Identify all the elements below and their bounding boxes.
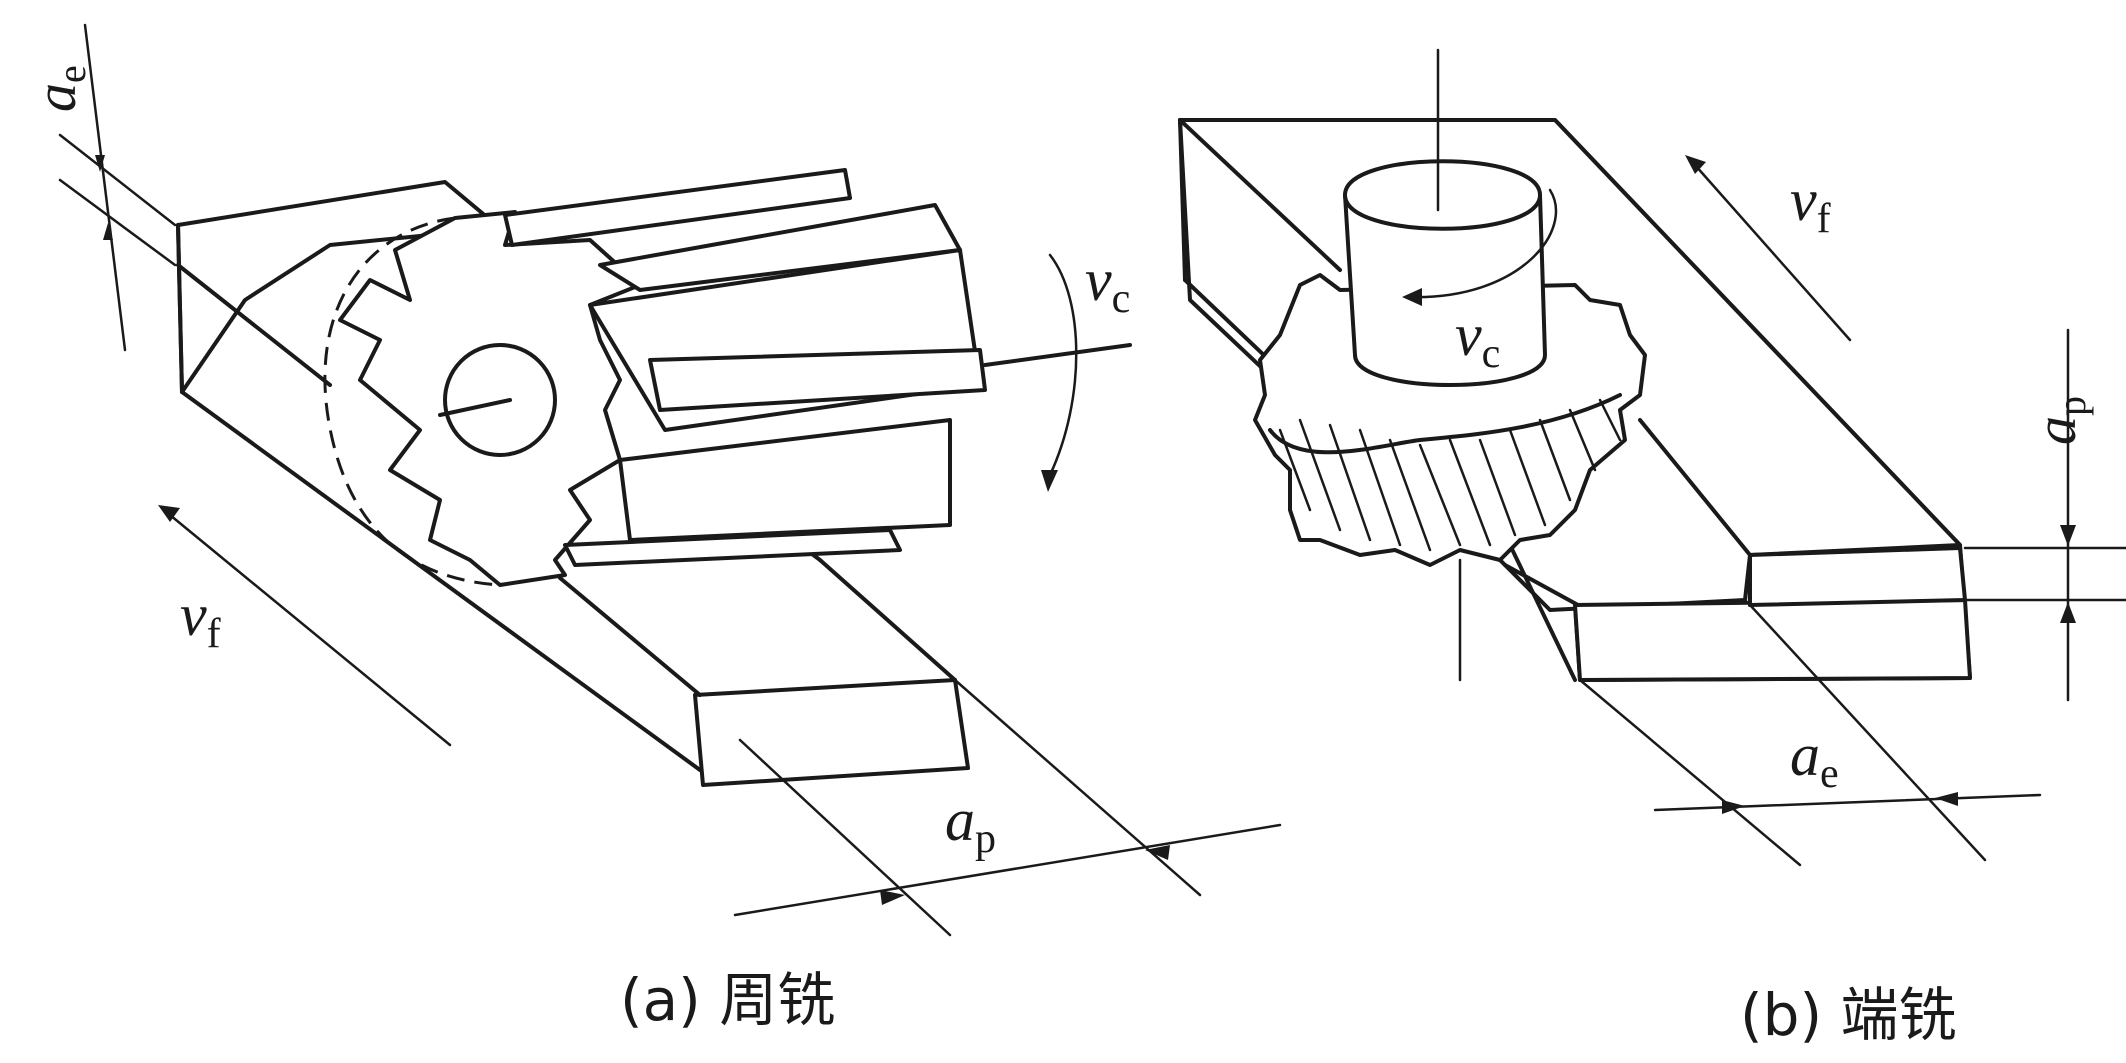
svg-text:vc: vc — [1455, 302, 1500, 377]
svg-text:vc: vc — [1085, 247, 1130, 322]
vf-right-sub: f — [1817, 196, 1831, 242]
vc-right-sub: c — [1482, 331, 1501, 377]
vf-arrow-right: vf — [1685, 155, 1852, 342]
ap-right-sub: p — [2049, 396, 2094, 416]
dimension-ae-left: ae — [23, 23, 177, 352]
ap-right-symbol: a — [2023, 416, 2088, 445]
vf-right-symbol: v — [1790, 167, 1817, 233]
svg-text:ae: ae — [1790, 722, 1839, 797]
cutter-b-shank — [1343, 159, 1547, 387]
cutter-b: vc — [1253, 48, 1647, 682]
ae-right-symbol: a — [1790, 722, 1820, 788]
vf-arrow-left: vf — [158, 505, 452, 747]
dimension-ae-right: ae — [1578, 603, 2042, 867]
workpiece-a — [176, 180, 970, 787]
tooth-bar-1 — [503, 168, 852, 247]
cutter-a-shaft — [983, 343, 1132, 367]
tooth-bar-4 — [648, 348, 987, 412]
vc-arrow-left: vc — [1041, 247, 1130, 492]
cutter-a-dashed-outline — [323, 216, 501, 587]
vc-left-symbol: v — [1085, 247, 1112, 313]
vf-left-sub: f — [207, 611, 221, 657]
vf-left-symbol: v — [180, 582, 207, 648]
workpiece-a-end-face — [693, 678, 970, 787]
tooth-bar-5 — [618, 418, 952, 542]
ae-left-sub: e — [49, 65, 94, 83]
svg-text:ap: ap — [945, 787, 996, 862]
ae-left-symbol: a — [23, 83, 88, 112]
caption-a: (a) 周铣 — [620, 966, 835, 1034]
caption-b: (b) 端铣 — [1740, 981, 1957, 1049]
diagram-a-peripheral-milling: ae vc vf ap — [23, 23, 1282, 1034]
workpiece-b-upper-step — [1748, 546, 1967, 607]
ap-left-sub: p — [975, 816, 996, 862]
svg-text:ae: ae — [23, 65, 94, 112]
diagram-b-face-milling: vc vf ap — [1178, 48, 2126, 1049]
vc-left-sub: c — [1112, 276, 1131, 322]
cutter-a — [338, 168, 1132, 587]
dimension-ap-left: ap — [733, 678, 1282, 937]
svg-text:vf: vf — [1790, 167, 1831, 242]
cutter-a-hub — [443, 343, 557, 457]
ap-left-symbol: a — [945, 787, 975, 853]
workpiece-b-front-step — [1573, 598, 1972, 682]
tooth-bar-6 — [563, 528, 902, 567]
svg-text:vf: vf — [180, 582, 221, 657]
ae-right-sub: e — [1820, 751, 1839, 797]
svg-text:ap: ap — [2023, 396, 2094, 445]
vc-right-symbol: v — [1455, 302, 1482, 368]
dimension-ap-right: ap — [1963, 328, 2126, 702]
